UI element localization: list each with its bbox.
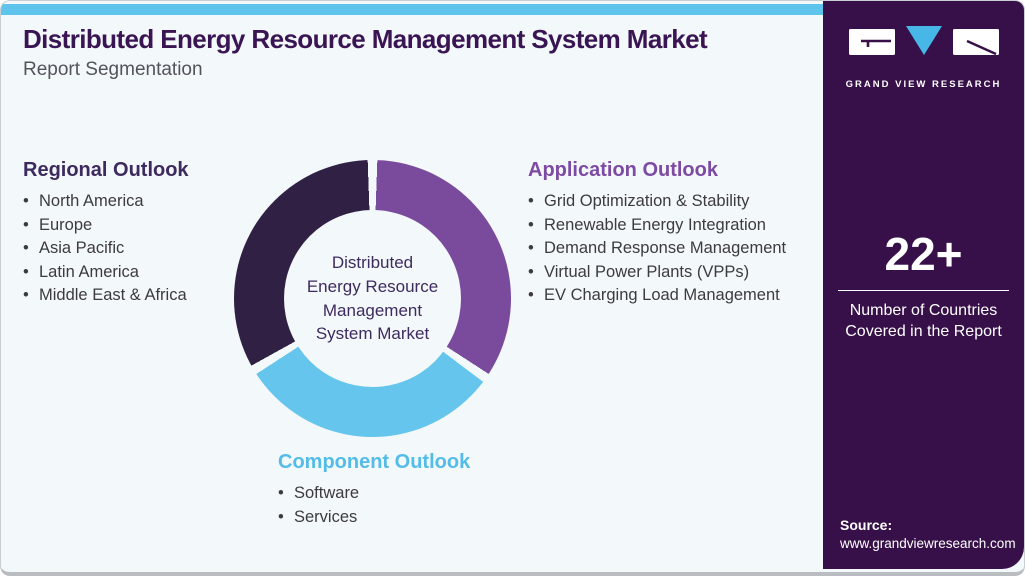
segmentation-donut-chart: Distributed Energy Resource Management S… — [234, 160, 511, 437]
section-regional-outlook: Regional Outlook North America Europe As… — [23, 159, 189, 308]
countries-stat: 22+ Number of Countries Covered in the R… — [823, 229, 1024, 343]
list-item: Grid Optimization & Stability — [528, 190, 786, 214]
donut-center: Distributed Energy Resource Management S… — [284, 210, 461, 387]
source-label: Source: — [840, 517, 893, 533]
source-block: Source: www.grandviewresearch.com — [840, 517, 1016, 551]
top-accent-strip — [1, 4, 1024, 15]
application-outlook-heading: Application Outlook — [528, 159, 718, 181]
page-title: Distributed Energy Resource Management S… — [23, 24, 708, 54]
regional-outlook-list: North America Europe Asia Pacific Latin … — [23, 190, 189, 308]
stat-value: 22+ — [884, 228, 963, 280]
stat-divider — [838, 289, 1009, 291]
list-item: Services — [278, 506, 470, 530]
page-subtitle: Report Segmentation — [23, 58, 203, 80]
list-item: Software — [278, 482, 470, 506]
header: Distributed Energy Resource Management S… — [23, 25, 813, 81]
list-item: Latin America — [23, 261, 189, 285]
list-item: Europe — [23, 214, 189, 238]
section-component-outlook: Component Outlook Software Services — [278, 451, 470, 529]
logo-brand-text: GRAND VIEW RESEARCH — [845, 79, 1002, 90]
source-url: www.grandviewresearch.com — [840, 536, 1016, 551]
list-item: North America — [23, 190, 189, 214]
component-outlook-heading: Component Outlook — [278, 451, 471, 473]
list-item: Virtual Power Plants (VPPs) — [528, 261, 786, 285]
list-item: Middle East & Africa — [23, 284, 189, 308]
sidebar: GRAND VIEW RESEARCH 22+ Number of Countr… — [823, 1, 1024, 569]
list-item: Demand Response Management — [528, 237, 786, 261]
donut-center-label: Distributed Energy Resource Management S… — [307, 251, 438, 346]
list-item: Asia Pacific — [23, 237, 189, 261]
list-item: Renewable Energy Integration — [528, 214, 786, 238]
section-application-outlook: Application Outlook Grid Optimization & … — [528, 159, 786, 308]
list-item: EV Charging Load Management — [528, 284, 786, 308]
donut-center-line: System Market — [315, 324, 430, 344]
application-outlook-list: Grid Optimization & Stability Renewable … — [528, 190, 786, 308]
donut-center-line: Distributed — [331, 252, 414, 272]
component-outlook-list: Software Services — [278, 482, 470, 529]
regional-outlook-heading: Regional Outlook — [23, 159, 189, 181]
stat-caption: Number of Countries Covered in the Repor… — [845, 301, 1002, 341]
donut-center-line: Energy Resource — [306, 276, 439, 296]
donut-center-line: Management — [322, 300, 423, 320]
grand-view-research-logo-icon — [848, 26, 999, 56]
